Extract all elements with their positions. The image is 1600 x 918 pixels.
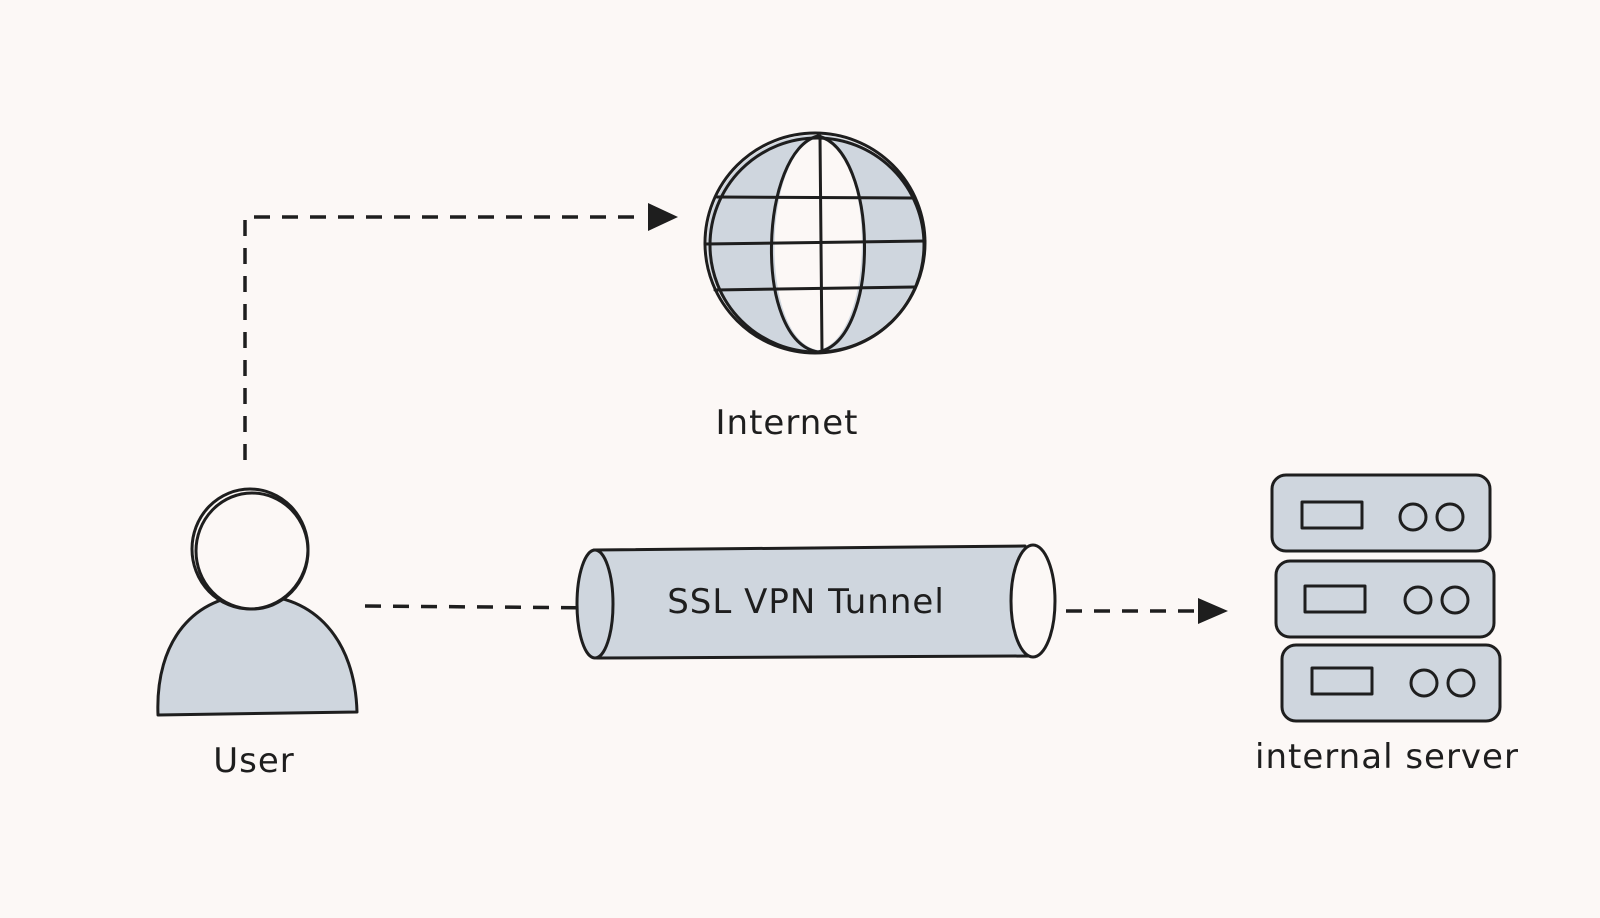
arrowhead-icon [1198,598,1228,624]
server-unit-top [1270,473,1492,553]
server-unit-middle [1274,559,1496,639]
internet-label: Internet [715,403,859,443]
tunnel-label: SSL VPN Tunnel [667,582,945,622]
tunnel-cylinder-icon [575,543,1057,660]
person-icon [156,487,359,717]
server-rack-icon [1270,473,1502,723]
edge-user-to-internet [243,203,678,460]
arrowhead-icon [648,203,678,231]
globe-icon [703,131,927,355]
server-label: internal server [1255,737,1519,777]
user-label: User [213,741,295,781]
edge-user-to-tunnel [364,604,611,610]
server-unit-bottom [1280,643,1502,723]
